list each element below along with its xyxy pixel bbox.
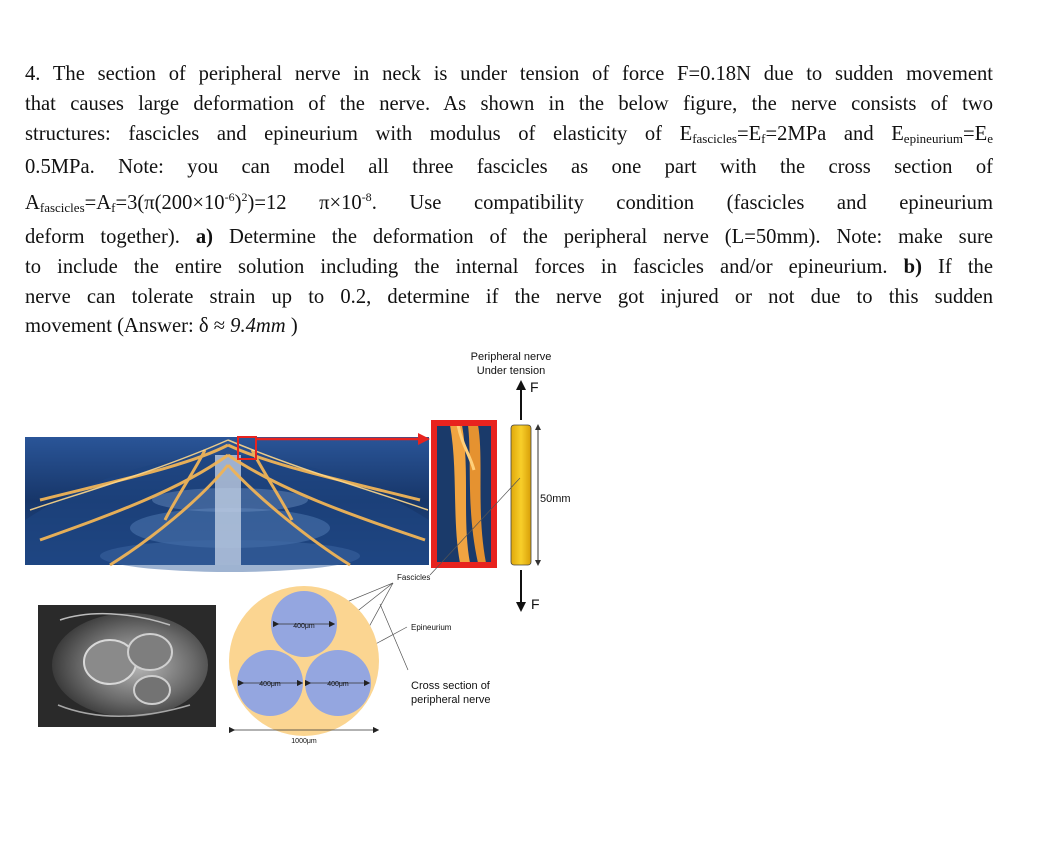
dim-outer: 1000μm (291, 738, 317, 745)
cross-section (228, 586, 380, 736)
nerve-rod (510, 380, 541, 612)
force-top-label: F (530, 379, 539, 395)
fascicles-label: Fascicles (397, 573, 430, 582)
problem-number: 4. (25, 63, 41, 85)
problem-line-8: nerve can tolerate strain up to 0.2, det… (25, 285, 993, 308)
cross-section-line-1: Cross section of (411, 680, 491, 692)
zoomed-nerve-image (431, 420, 497, 568)
dim-top-circle: 400μm (293, 623, 315, 630)
problem-line-2: that causes large deformation of the ner… (25, 92, 993, 115)
sem-micrograph (38, 605, 216, 727)
cross-section-line-2: peripheral nerve (411, 694, 491, 706)
force-bottom-label: F (531, 596, 540, 612)
problem-line-7: to include the entire solution including… (25, 255, 993, 278)
problem-line-9: movement (Answer: δ ≈ 9.4mm ) (25, 315, 298, 338)
length-label: 50mm (540, 493, 571, 505)
dim-right-circle: 400μm (327, 681, 349, 688)
epineurium-label: Epineurium (411, 623, 452, 632)
dim-left-circle: 400μm (259, 681, 281, 688)
zoom-arrow (256, 433, 430, 445)
problem-line-3: structures: fascicles and epineurium wit… (25, 122, 993, 146)
title-line-1: Peripheral nerve (471, 351, 552, 363)
problem-line-6: deform together). a) Determine the defor… (25, 225, 993, 248)
problem-line-1: 4. The section of peripheral nerve in ne… (25, 63, 994, 85)
problem-line-5: Afascicles=Af=3(π(200×10-6)2)=12 π×10-8.… (25, 190, 993, 216)
title-line-2: Under tension (477, 365, 546, 377)
problem-statement: 4. The section of peripheral nerve in ne… (25, 60, 993, 342)
spine-illustration (25, 436, 429, 572)
problem-line-4: 0.5MPa. Note: you can model all three fa… (25, 156, 993, 179)
